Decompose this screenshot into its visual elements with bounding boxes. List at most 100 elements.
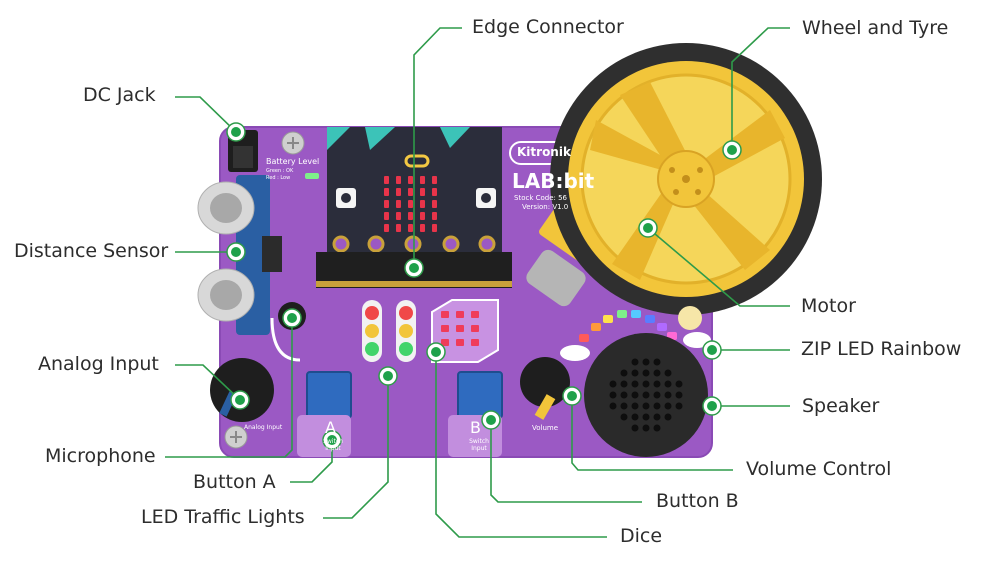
speaker-hole <box>642 413 650 421</box>
battery-level-indicator <box>305 173 319 179</box>
speaker-hole <box>653 413 661 421</box>
speaker-hole <box>609 380 617 388</box>
speaker-hole <box>653 402 661 410</box>
callout-marker <box>562 386 582 406</box>
callout-marker <box>481 410 501 430</box>
button-a-switch-label: Switch Input <box>323 438 343 452</box>
speaker-hole <box>653 380 661 388</box>
wheel-and-tyre <box>550 43 822 315</box>
label-wheel-and-tyre: Wheel and Tyre <box>802 17 949 39</box>
speaker-hole <box>653 391 661 399</box>
microbit-led <box>384 200 389 208</box>
callout-marker <box>722 140 742 160</box>
microbit-led <box>420 176 425 184</box>
label-dice: Dice <box>620 525 663 547</box>
microbit-led <box>432 212 437 220</box>
speaker-hole <box>642 369 650 377</box>
callout-marker <box>230 390 250 410</box>
label-distance-sensor: Distance Sensor <box>14 240 169 262</box>
speaker-hole <box>631 391 639 399</box>
microbit-pin <box>478 235 496 253</box>
speaker-hole <box>631 413 639 421</box>
label-speaker: Speaker <box>802 395 880 417</box>
callout-marker <box>702 340 722 360</box>
speaker-hole <box>664 391 672 399</box>
speaker-hole <box>631 358 639 366</box>
battery-level-label: Battery Level <box>266 157 320 166</box>
dice-led <box>456 311 464 318</box>
dice-led <box>441 325 449 332</box>
callout-marker <box>638 218 658 238</box>
microbit-led <box>384 224 389 232</box>
microbit-led <box>432 200 437 208</box>
microbit-pin <box>442 235 460 253</box>
dice <box>431 299 499 363</box>
leader-wheel-and-tyre <box>731 27 790 150</box>
callout-marker <box>226 122 246 142</box>
callout-markers <box>226 122 742 450</box>
speaker-hole <box>620 380 628 388</box>
microbit-led <box>432 176 437 184</box>
zip-led-rainbow <box>579 310 677 342</box>
brand-logo: Kitronik <box>517 145 571 159</box>
speaker-hole <box>609 391 617 399</box>
speaker-hole <box>675 402 683 410</box>
speaker-hole <box>675 391 683 399</box>
speaker-hole <box>653 424 661 432</box>
speaker-hole <box>664 402 672 410</box>
label-zip-led-rainbow: ZIP LED Rainbow <box>801 338 962 360</box>
microbit-led <box>396 200 401 208</box>
microbit-pin <box>332 235 350 253</box>
callout-marker <box>404 258 424 278</box>
zip-led <box>645 315 655 323</box>
dice-leds <box>441 311 479 346</box>
leader-dc-jack <box>175 96 237 133</box>
speaker-hole <box>620 369 628 377</box>
label-edge-connector: Edge Connector <box>472 16 624 38</box>
dice-led <box>441 311 449 318</box>
volume-board-label: Volume <box>532 424 559 432</box>
microbit-led <box>408 188 413 196</box>
speaker-hole <box>631 424 639 432</box>
speaker-hole <box>631 402 639 410</box>
dice-led <box>456 339 464 346</box>
microbit-led <box>408 200 413 208</box>
leader-dice <box>435 352 607 538</box>
label-analog-input: Analog Input <box>38 353 159 375</box>
microbit-led <box>408 176 413 184</box>
microbit-edge-pins <box>332 235 496 253</box>
dice-led <box>441 339 449 346</box>
callout-marker <box>226 242 246 262</box>
dice-led <box>471 311 479 318</box>
speaker-hole <box>642 402 650 410</box>
speaker-hole <box>653 358 661 366</box>
leader-lines <box>165 27 790 538</box>
zip-led <box>657 323 667 331</box>
analog-input-board-label: Analog Input <box>244 424 283 431</box>
leader-button-a <box>290 440 333 483</box>
speaker-hole <box>620 402 628 410</box>
microbit-led <box>396 224 401 232</box>
battery-green-label: Green : OK <box>266 168 294 174</box>
label-motor: Motor <box>801 295 856 317</box>
label-button-b: Button B <box>656 490 739 512</box>
microbit-led <box>432 188 437 196</box>
zip-led <box>603 315 613 323</box>
board-name: LAB:bit <box>512 169 595 193</box>
label-led-traffic-lights: LED Traffic Lights <box>141 506 305 528</box>
screw-icon <box>224 425 248 449</box>
microbit-led <box>420 212 425 220</box>
speaker-hole <box>653 369 661 377</box>
callout-marker <box>702 396 722 416</box>
speaker-hole <box>642 358 650 366</box>
label-button-a: Button A <box>193 471 276 493</box>
speaker-hole <box>664 413 672 421</box>
callout-marker <box>378 366 398 386</box>
stock-code: Stock Code: 56 <box>514 194 568 202</box>
dice-led <box>471 339 479 346</box>
label-volume-control: Volume Control <box>746 458 892 480</box>
zip-led <box>631 310 641 318</box>
leader-button-b <box>490 420 642 503</box>
microbit-led <box>432 224 437 232</box>
microbit-led <box>420 224 425 232</box>
